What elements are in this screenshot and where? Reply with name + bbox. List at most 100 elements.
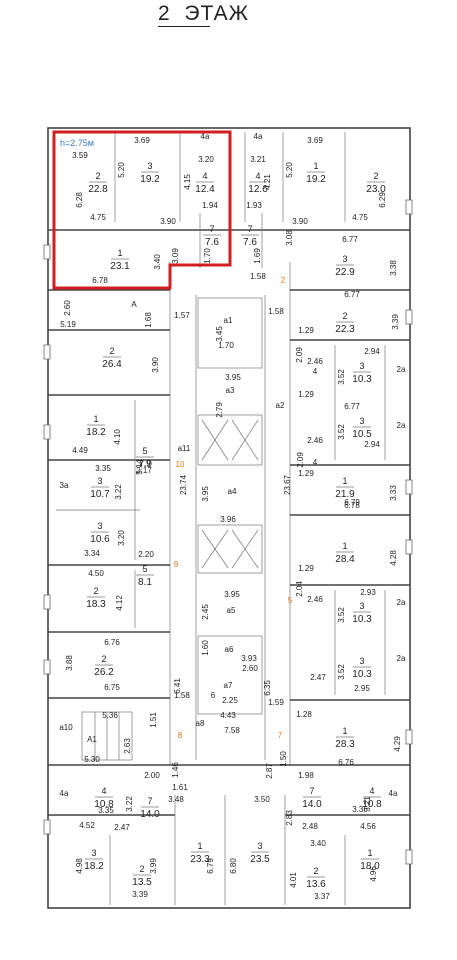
dimension-label: 4.49 bbox=[72, 446, 88, 455]
dimension-label: 2.04 bbox=[295, 581, 304, 597]
dimension-label: 2.46 bbox=[307, 595, 323, 604]
dimension-label: 1.58 bbox=[268, 307, 284, 316]
dimension-label: 1.29 bbox=[298, 469, 314, 478]
room-number: 1 bbox=[313, 161, 318, 171]
room-area: 19.2 bbox=[306, 174, 326, 185]
room-area: 22.9 bbox=[335, 267, 355, 278]
room-number: 7 bbox=[247, 224, 252, 234]
dimension-label: a5 bbox=[227, 606, 236, 615]
dimension-label: a7 bbox=[224, 681, 233, 690]
room-number: 1 bbox=[367, 848, 372, 858]
dimension-label: 2.46 bbox=[307, 436, 323, 445]
room-number: 3 bbox=[147, 161, 152, 171]
dimension-label: 3.33 bbox=[389, 485, 398, 501]
dimension-label: 2.94 bbox=[364, 440, 380, 449]
dimension-label: 3.36 bbox=[352, 805, 368, 814]
room-area: 10.8 bbox=[362, 799, 382, 810]
room-area: 23.3 bbox=[190, 854, 210, 865]
dimension-label: 2a bbox=[397, 365, 406, 374]
dimension-label: 3.93 bbox=[241, 654, 257, 663]
dimension-label: A1 bbox=[87, 735, 97, 744]
dimension-label: 6.77 bbox=[342, 235, 358, 244]
dimension-label: 3.21 bbox=[363, 796, 372, 812]
dimension-label: 3.95 bbox=[225, 373, 241, 382]
dimension-label: 1.59 bbox=[268, 698, 284, 707]
dimension-label: 5.36 bbox=[102, 711, 118, 720]
room-number: 1 bbox=[93, 414, 98, 424]
dimension-label: 6.41 bbox=[173, 678, 182, 694]
dimension-label: a1 bbox=[224, 316, 233, 325]
dimension-label: a11 bbox=[178, 444, 191, 453]
dimension-label: 2.93 bbox=[360, 588, 376, 597]
dimension-label: 2a bbox=[397, 598, 406, 607]
dimension-label: 7.58 bbox=[224, 726, 240, 735]
room-number: 4 bbox=[369, 786, 374, 796]
room-number: 7 bbox=[309, 786, 314, 796]
room-area: 19.2 bbox=[140, 174, 160, 185]
dimension-label: 4.12 bbox=[115, 595, 124, 611]
dimension-label: 3.90 bbox=[160, 217, 176, 226]
dimension-label: 3.69 bbox=[134, 136, 150, 145]
dimension-label: 1.58 bbox=[174, 691, 190, 700]
dimension-label: 3.48 bbox=[168, 795, 184, 804]
dimension-label: 3.09 bbox=[171, 248, 180, 264]
room-number: 2 bbox=[139, 864, 144, 874]
dimension-label: 1.60 bbox=[201, 640, 210, 656]
ceiling-height-note: h=2.75м bbox=[60, 138, 94, 148]
room-number: 3 bbox=[91, 848, 96, 858]
dimension-label: 2.79 bbox=[215, 402, 224, 418]
dimension-label: a6 bbox=[225, 645, 234, 654]
room-number: 5 bbox=[142, 446, 147, 456]
dimension-label: 3a bbox=[60, 481, 69, 490]
room-number: 2 bbox=[342, 311, 347, 321]
dimension-label: 1.29 bbox=[298, 390, 314, 399]
room-number: 5 bbox=[142, 564, 147, 574]
room-area: 18.3 bbox=[86, 599, 106, 610]
dimension-label: 3.88 bbox=[65, 655, 74, 671]
dimension-label: 3.35 bbox=[95, 464, 111, 473]
dimension-label: 2.94 bbox=[364, 347, 380, 356]
room-number: 4 bbox=[101, 786, 106, 796]
dimension-label: 6.80 bbox=[229, 858, 238, 874]
dimension-label: 3.52 bbox=[337, 424, 346, 440]
floor-label: ЭТАЖ bbox=[184, 2, 249, 25]
dimension-label: 1.29 bbox=[298, 564, 314, 573]
room-number: 1 bbox=[197, 841, 202, 851]
dimension-label: 4a bbox=[201, 132, 210, 141]
dimension-label: 1.70 bbox=[218, 341, 234, 350]
dimension-label: 4.43 bbox=[220, 711, 236, 720]
room-number: 3 bbox=[342, 254, 347, 264]
dimension-label: 1.98 bbox=[298, 771, 314, 780]
dimension-label: 1.61 bbox=[172, 783, 188, 792]
dimension-label: 1.29 bbox=[298, 326, 314, 335]
room-number: 3 bbox=[359, 361, 364, 371]
dimension-label: 3.52 bbox=[337, 607, 346, 623]
dimension-label: 4.10 bbox=[113, 429, 122, 445]
room-number: 1 bbox=[342, 726, 347, 736]
dimension-label: 4.56 bbox=[360, 822, 376, 831]
dimension-label: 2.00 bbox=[144, 771, 160, 780]
dimension-label: a2 bbox=[276, 401, 285, 410]
dimension-label: 2.09 bbox=[296, 452, 305, 468]
dimension-label: 2.63 bbox=[123, 738, 132, 754]
dimension-label: 6.28 bbox=[75, 192, 84, 208]
dimension-label: 3.39 bbox=[132, 890, 148, 899]
dimension-label: A bbox=[131, 300, 137, 309]
room-number: 2 bbox=[95, 171, 100, 181]
dimension-label: 3.22 bbox=[125, 796, 134, 812]
dimension-label: 6 bbox=[211, 691, 216, 700]
dimension-label: 6.35 bbox=[263, 680, 272, 696]
dimension-label: 3.90 bbox=[151, 357, 160, 373]
dimension-label: 6.79 bbox=[206, 858, 215, 874]
dimension-label: 4a bbox=[389, 789, 398, 798]
dimension-label: 5.30 bbox=[84, 755, 100, 764]
room-area: 12.6 bbox=[248, 184, 268, 195]
dimension-label: 3.20 bbox=[117, 530, 126, 546]
walls-layer bbox=[43, 127, 413, 909]
room-area: 22.8 bbox=[88, 184, 108, 195]
dimension-label: 3.35 bbox=[98, 806, 114, 815]
room-area: 14.0 bbox=[140, 809, 160, 820]
room-number: 2 bbox=[93, 586, 98, 596]
